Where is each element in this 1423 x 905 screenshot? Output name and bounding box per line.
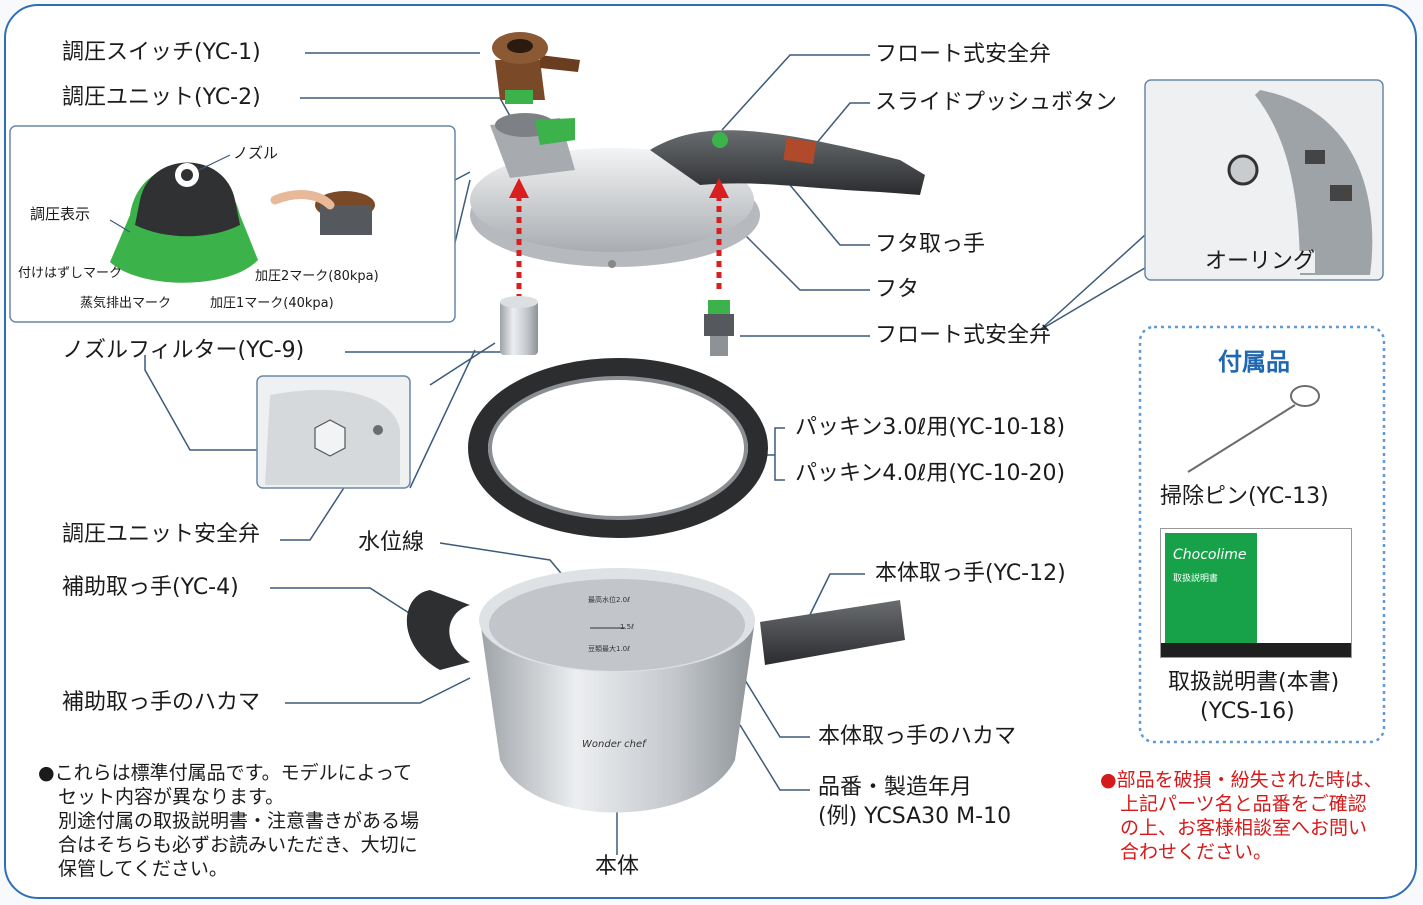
water-mark-max: 最高水位2.0ℓ <box>588 596 631 604</box>
accessories-box <box>1138 325 1386 744</box>
pressure-indicator-illustration <box>109 154 375 283</box>
pressure-switch-part <box>492 32 580 104</box>
label-nozzle: ノズル <box>233 144 279 162</box>
note-line: 別途付属の取扱説明書・注意書きがある場 <box>58 810 420 832</box>
warning-line: ●部品を破損・紛失された時は、 <box>1100 769 1383 791</box>
manual-cover-title: 取扱説明書 <box>1173 574 1219 584</box>
manual-cover-stripe <box>1161 643 1351 657</box>
nozzle-filter-part <box>500 296 538 355</box>
water-mark-mid: 1.5ℓ <box>620 623 635 631</box>
note-line: 保管してください。 <box>58 858 228 880</box>
lost-parts-warning: ●部品を破損・紛失された時は、 上記パーツ名と品番をご確認 の上、お客様相談室へ… <box>1100 768 1383 864</box>
label-pressure-switch: 調圧スイッチ(YC-1) <box>62 40 261 65</box>
label-body-handle: 本体取っ手(YC-12) <box>875 561 1066 586</box>
pot-body-part <box>406 568 905 813</box>
filter-detail-illustration <box>265 389 400 485</box>
label-water-line: 水位線 <box>358 530 425 555</box>
label-slide-push-button: スライドプッシュボタン <box>875 90 1118 115</box>
cleaning-pin-illustration <box>1187 385 1320 473</box>
label-cleaning-pin: 掃除ピン(YC-13) <box>1160 484 1329 509</box>
label-unit-safety-valve: 調圧ユニット安全弁 <box>62 522 261 547</box>
label-nozzle-filter: ノズルフィルター(YC-9) <box>62 338 305 363</box>
label-body-hakama: 本体取っ手のハカマ <box>818 724 1017 749</box>
standard-accessory-note: ●これらは標準付属品です。モデルによって セット内容が異なります。 別途付属の取… <box>38 761 419 881</box>
label-lid: フタ <box>875 277 920 302</box>
warning-line: 上記パーツ名と品番をご確認 <box>1120 793 1367 815</box>
label-attach-mark: 付けはずしマーク <box>18 266 123 281</box>
label-body: 本体 <box>595 854 640 879</box>
label-manual-code: (YCS-16) <box>1200 699 1295 724</box>
manual-thumbnail: Chocolime 取扱説明書 <box>1160 528 1352 658</box>
oring-detail-illustration <box>1227 90 1373 275</box>
note-line: ●これらは標準付属品です。モデルによって <box>38 762 413 784</box>
water-mark-min: 豆類最大1.0ℓ <box>588 645 631 653</box>
label-pressure-unit: 調圧ユニット(YC-2) <box>62 85 261 110</box>
manual-brand: Chocolime <box>1173 547 1247 563</box>
label-model-number: 品番・製造年月 <box>818 775 973 800</box>
label-pressure2-mark: 加圧2マーク(80kpa) <box>255 269 379 284</box>
label-lid-handle: フタ取っ手 <box>875 232 986 257</box>
note-line: 合はそちらも必ずお読みいただき、大切に <box>58 834 418 856</box>
label-steam-mark: 蒸気排出マーク <box>80 296 172 311</box>
manual-cover-band <box>1165 533 1257 651</box>
packing-ring-part <box>468 358 768 538</box>
note-line: セット内容が異なります。 <box>58 786 285 808</box>
assembly-arrows <box>509 178 729 300</box>
accessories-title: 付属品 <box>1218 348 1290 376</box>
label-packing-40: パッキン4.0ℓ用(YC-10-20) <box>795 461 1066 486</box>
label-model-example: (例) YCSA30 M-10 <box>818 804 1012 829</box>
label-float-valve-top: フロート式安全弁 <box>875 42 1052 67</box>
pot-logo: Wonder chef <box>582 739 646 750</box>
warning-line: 合わせください。 <box>1120 841 1273 863</box>
label-pressure1-mark: 加圧1マーク(40kpa) <box>210 296 334 311</box>
warning-line: の上、お客様相談室へお問い <box>1120 817 1368 839</box>
label-aux-handle: 補助取っ手(YC-4) <box>62 575 239 600</box>
lid-part <box>470 113 925 268</box>
label-pressure-display: 調圧表示 <box>30 205 91 223</box>
label-oring: オーリング <box>1205 249 1316 274</box>
float-valve-part <box>704 300 734 356</box>
leader-lines <box>144 52 1231 855</box>
label-float-valve-mid: フロート式安全弁 <box>875 323 1052 348</box>
label-aux-hakama: 補助取っ手のハカマ <box>62 690 261 715</box>
label-packing-30: パッキン3.0ℓ用(YC-10-18) <box>795 415 1066 440</box>
label-manual: 取扱説明書(本書) <box>1168 670 1340 695</box>
